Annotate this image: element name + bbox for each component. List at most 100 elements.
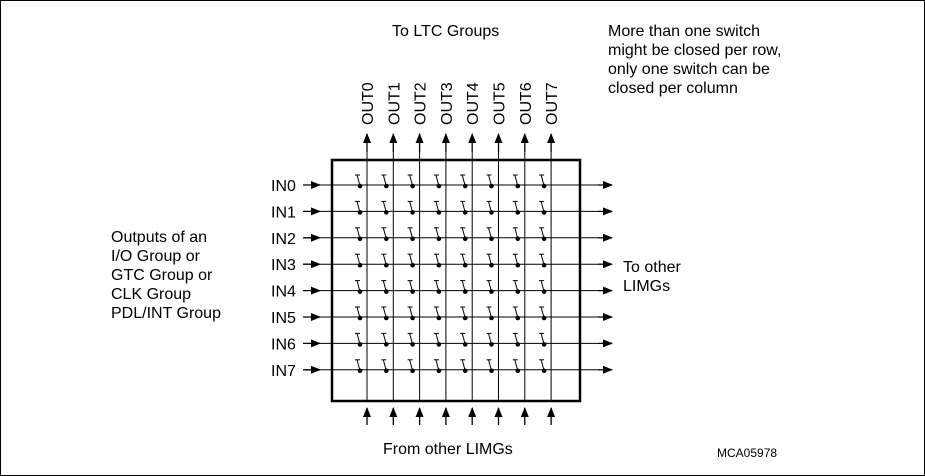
note-line: closed per column <box>608 80 738 97</box>
switch-blade <box>540 254 545 266</box>
switch-blade <box>409 306 414 319</box>
switch-contact <box>436 210 442 215</box>
switch-blade <box>356 333 361 345</box>
input-label: IN1 <box>271 204 296 221</box>
switch-contact <box>436 183 442 189</box>
input-label: IN3 <box>271 257 296 274</box>
switch-contact <box>489 289 494 294</box>
switch-blade <box>514 306 519 319</box>
switch-contact <box>410 315 415 321</box>
right-label-line: To other <box>623 259 681 276</box>
switch-blade <box>488 359 492 371</box>
switch-contact <box>410 183 415 189</box>
right-label-line: LIMGs <box>623 278 671 295</box>
crossbar-box <box>330 158 582 403</box>
switch-blade <box>488 201 492 213</box>
switch-blade <box>488 333 492 345</box>
switch-blade <box>488 254 492 266</box>
switch-blade <box>540 227 545 239</box>
switch-blade <box>435 254 440 266</box>
switch-contact <box>410 342 415 347</box>
switch-blade <box>514 280 519 292</box>
figure-id: MCA05978 <box>717 446 778 460</box>
switch-blade <box>409 201 414 213</box>
switch-blade <box>409 333 414 345</box>
switch-blade <box>435 280 440 292</box>
switch-blade <box>461 254 466 266</box>
switch-blade <box>356 359 361 371</box>
switch-blade <box>435 306 440 319</box>
left-label-line: CLK Group <box>111 286 192 303</box>
input-label: IN6 <box>271 336 296 353</box>
switch-contact <box>541 342 547 347</box>
output-label: OUT4 <box>465 82 482 125</box>
left-source-label: Outputs of an I/O Group or GTC Group or … <box>111 228 221 323</box>
switch-blade <box>382 333 387 345</box>
output-label: OUT3 <box>439 82 456 125</box>
switch-contact <box>436 315 442 321</box>
output-label: OUT6 <box>518 82 535 125</box>
switch-contact <box>357 289 363 294</box>
output-label: OUT0 <box>360 82 377 125</box>
switch-contact <box>410 236 415 242</box>
top-label: To LTC Groups <box>392 23 500 40</box>
switch-contact <box>436 368 442 374</box>
left-label-line: I/O Group or <box>111 248 200 265</box>
switch-blade <box>409 280 414 292</box>
switch-blade <box>540 333 545 345</box>
switch-blade <box>435 201 440 213</box>
switch-contact <box>384 342 389 347</box>
switch-blade <box>514 333 519 345</box>
switch-blade <box>356 254 361 266</box>
switch-blade <box>382 280 387 292</box>
input-label: IN4 <box>271 284 296 301</box>
switch-contact <box>489 342 494 347</box>
switch-blade <box>382 201 387 213</box>
output-label: OUT1 <box>386 82 403 125</box>
note-line: More than one switch <box>608 23 761 40</box>
switch-contact <box>436 289 442 294</box>
switch-blade <box>382 359 387 371</box>
note-line: might be closed per row, <box>608 42 782 59</box>
switch-blade <box>382 227 387 239</box>
switch-blade <box>488 280 492 292</box>
switch-blade <box>382 254 387 266</box>
switch-contact <box>357 342 363 347</box>
left-label-line: GTC Group or <box>111 267 213 284</box>
switch-blade <box>356 174 361 187</box>
switch-blade <box>461 359 466 371</box>
output-label: OUT7 <box>544 82 561 125</box>
switch-blade <box>514 254 519 266</box>
switch-contact <box>541 289 547 294</box>
switch-blade <box>540 201 545 213</box>
switch-contact <box>410 368 415 374</box>
switch-blade <box>435 359 440 371</box>
switch-blade <box>540 280 545 292</box>
switch-contact <box>436 342 442 347</box>
switch-blade <box>435 333 440 345</box>
switch-blade <box>461 306 466 319</box>
switch-blade <box>435 227 440 239</box>
switch-blade <box>409 227 414 239</box>
switch-contact <box>436 236 442 242</box>
switch-blade <box>356 201 361 213</box>
output-label: OUT2 <box>413 82 430 125</box>
switch-blade <box>514 174 519 187</box>
switch-blade <box>488 306 492 319</box>
input-label: IN2 <box>271 231 296 248</box>
switch-blade <box>382 174 387 187</box>
switch-contact <box>384 289 389 294</box>
switch-blade <box>540 306 545 319</box>
right-destination-label: To other LIMGs <box>623 258 681 296</box>
switch-contact <box>410 289 415 294</box>
switch-blade <box>435 174 440 187</box>
switch-blade <box>514 359 519 371</box>
left-label-line: PDL/INT Group <box>111 305 221 322</box>
switch-contact <box>410 262 415 268</box>
switch-blade <box>461 280 466 292</box>
switch-contact <box>515 342 521 347</box>
switch-blade <box>409 254 414 266</box>
switch-blade <box>488 174 492 187</box>
switch-rule-note: More than one switch might be closed per… <box>608 22 781 98</box>
